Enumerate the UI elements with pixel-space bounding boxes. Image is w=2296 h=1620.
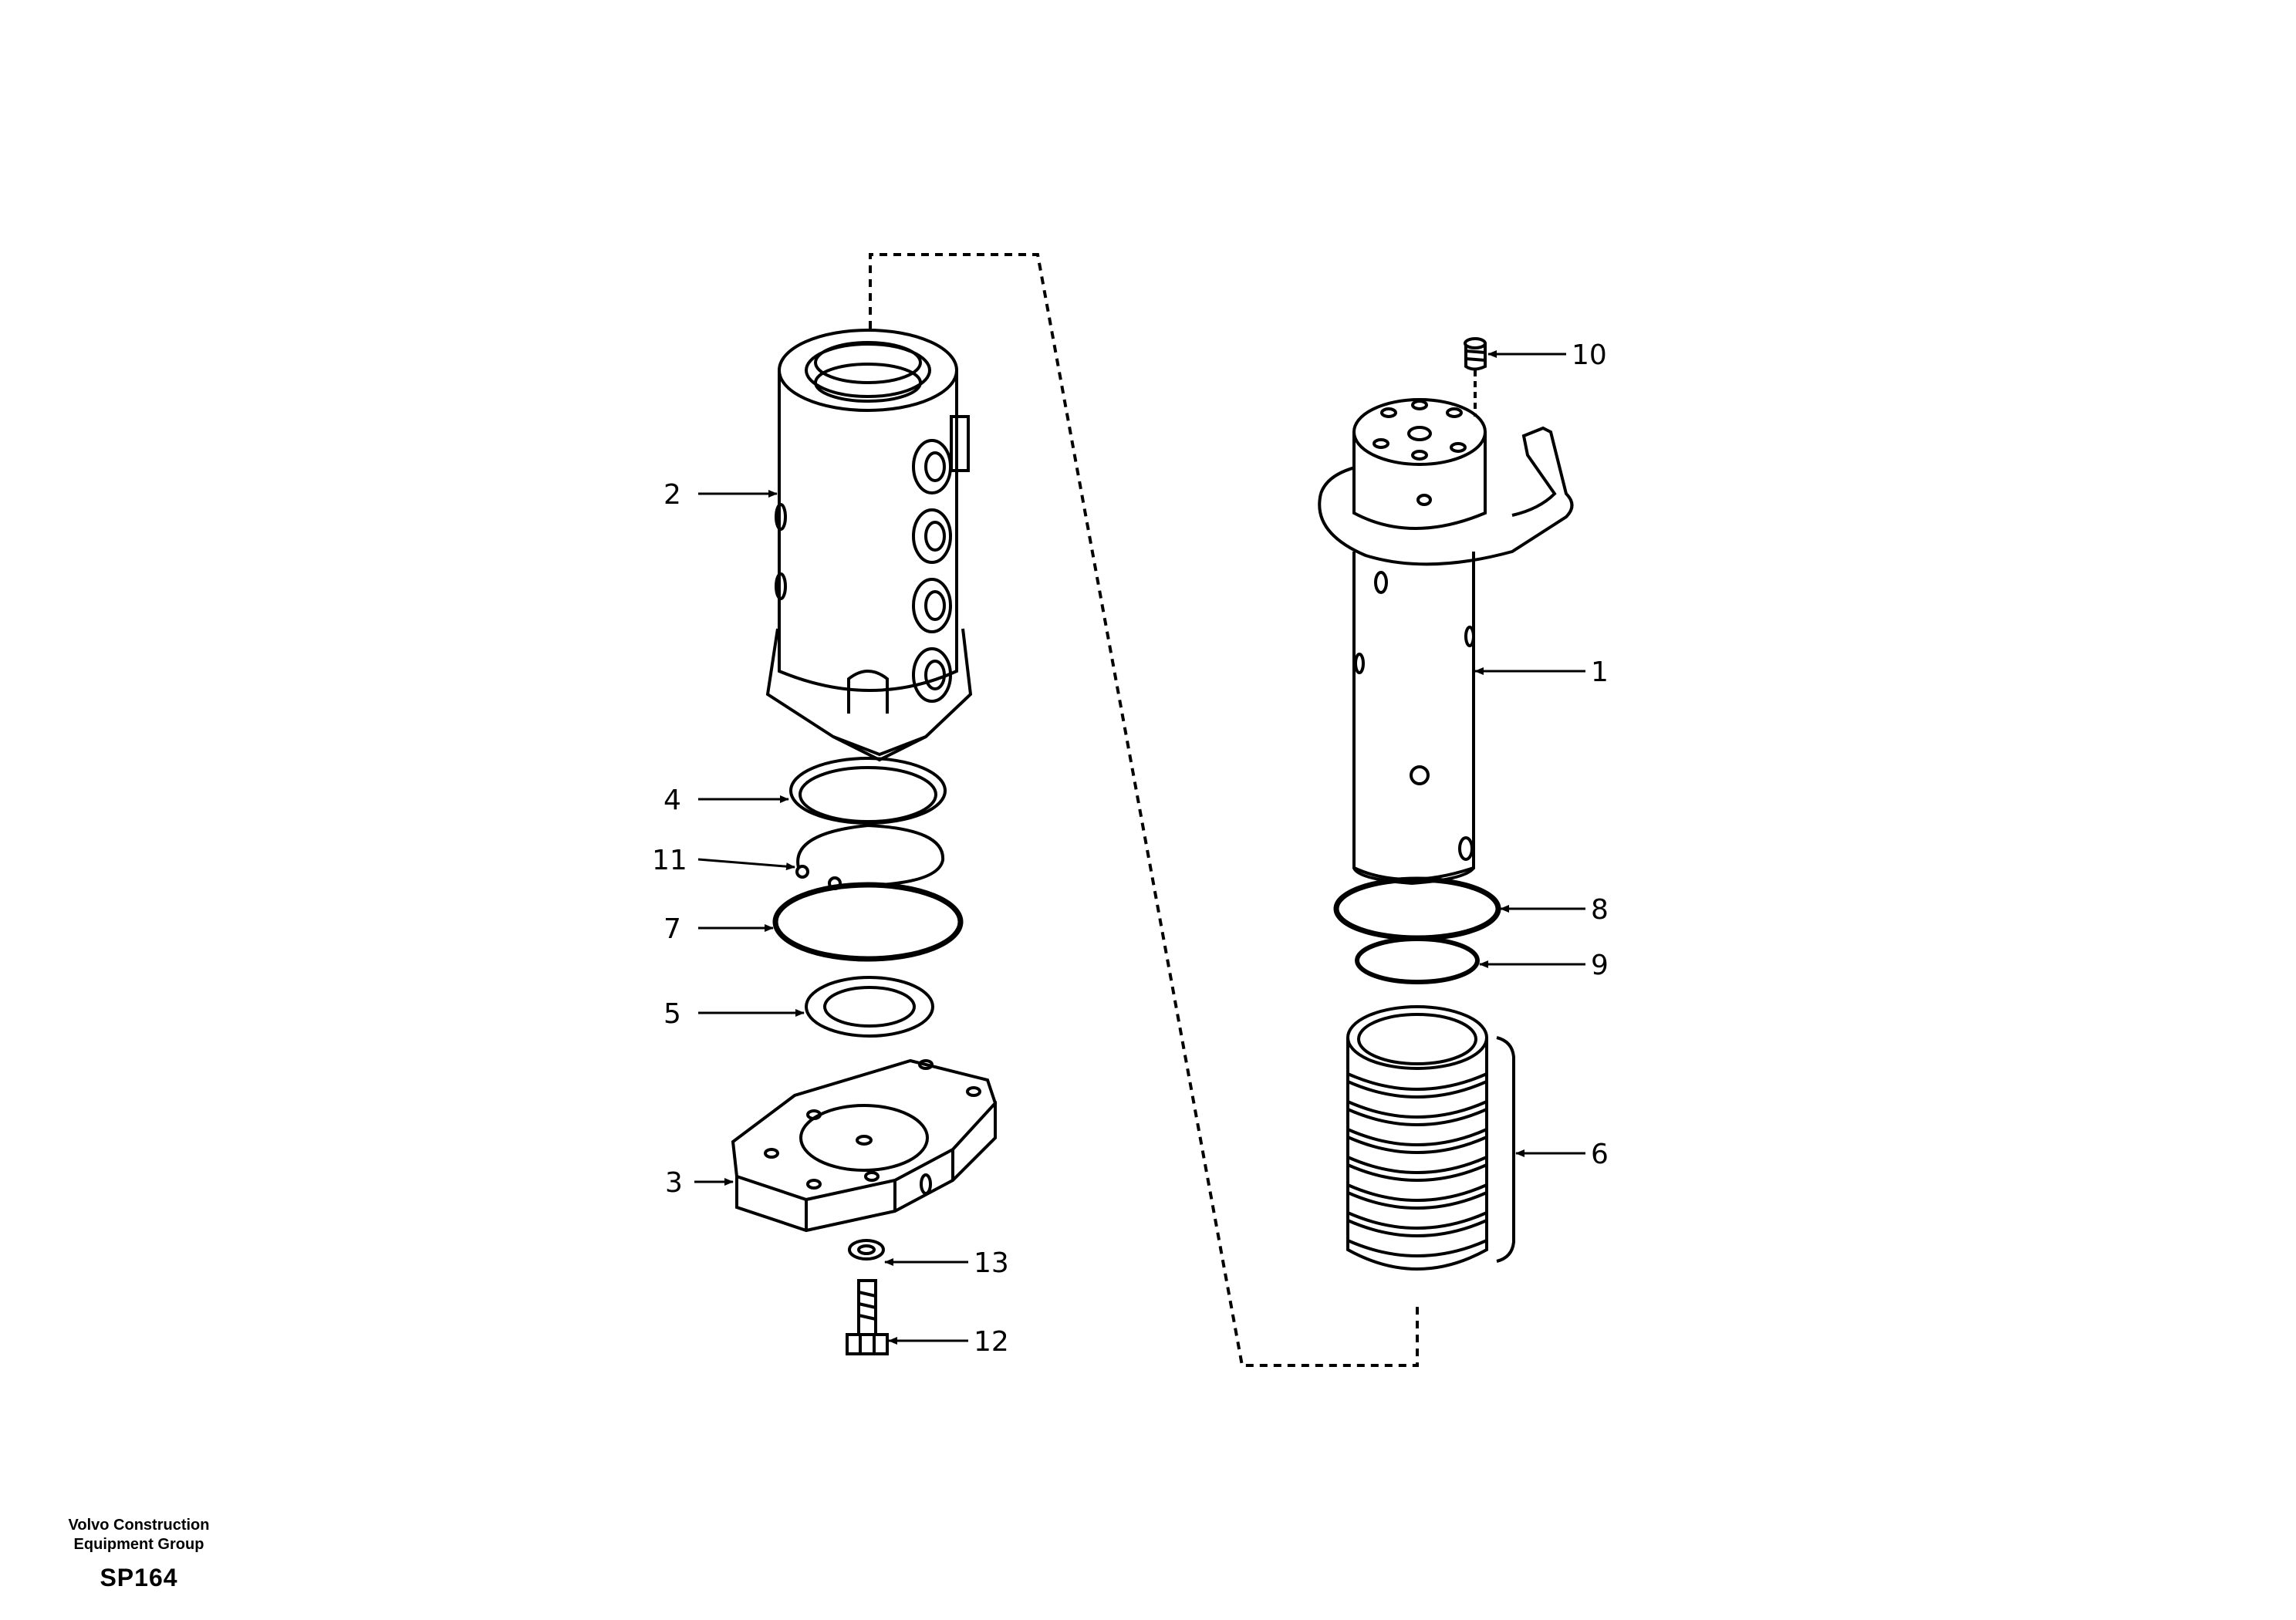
part-4-ring	[789, 757, 947, 825]
leader-11	[697, 858, 795, 871]
part-1-shaft	[1318, 398, 1574, 886]
callout-5: 5	[663, 998, 681, 1030]
callout-6: 6	[1591, 1139, 1609, 1170]
diagram-code: SP164	[100, 1564, 178, 1591]
callout-9: 9	[1591, 950, 1609, 981]
part-6-seal-stack	[1346, 1005, 1515, 1271]
footer-org-line2: Equipment Group	[73, 1536, 204, 1553]
callout-12: 12	[974, 1326, 1009, 1358]
callouts: 2 4 11 7 5 3 13 12 10 1 8 9 6	[652, 339, 1609, 1358]
part-13-washer	[848, 1239, 885, 1261]
part-9-o-ring	[1355, 937, 1480, 984]
callout-11: 11	[652, 845, 687, 876]
part-11-snap-ring	[795, 823, 945, 890]
footer: Volvo Construction Equipment Group SP164	[46, 1516, 231, 1592]
callout-2: 2	[663, 479, 681, 511]
callout-10: 10	[1572, 339, 1607, 371]
callout-3: 3	[665, 1167, 683, 1199]
callout-13: 13	[974, 1247, 1009, 1279]
assembly-dashed-line	[869, 253, 1419, 1367]
part-2-swivel-housing	[765, 329, 973, 762]
part-7-o-ring	[772, 882, 964, 962]
footer-org-line1: Volvo Construction	[68, 1517, 210, 1534]
part-10-plug	[1464, 337, 1487, 417]
part-12-bolt	[846, 1279, 889, 1355]
part-3-cover-plate	[731, 1058, 998, 1233]
leader-lines	[694, 350, 1585, 1345]
callout-4: 4	[663, 785, 681, 816]
callout-1: 1	[1591, 656, 1609, 688]
part-5-washer	[805, 976, 934, 1038]
callout-7: 7	[663, 913, 681, 945]
part-8-o-ring	[1333, 876, 1501, 941]
callout-8: 8	[1591, 894, 1609, 926]
